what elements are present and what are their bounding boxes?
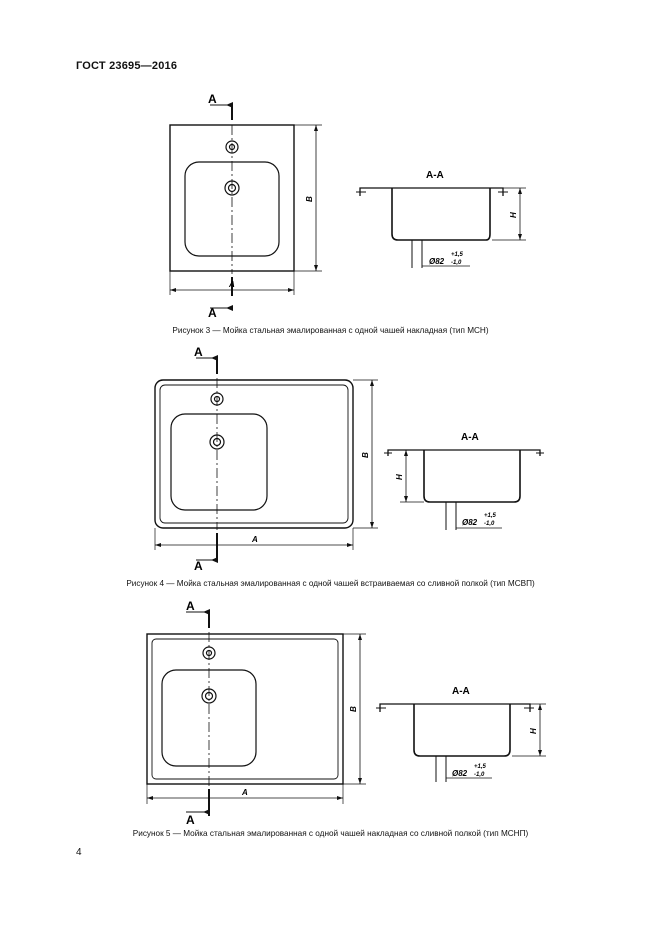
figure-3-caption: Рисунок 3 — Мойка стальная эмалированная… [172,326,489,335]
fig5-drain-dia: Ø82 [452,769,468,778]
fig5-tol-upper: +1,5 [474,764,487,770]
fig3-width-label: А [228,280,235,289]
page-number: 4 [76,847,82,858]
fig4-width-label: А [251,535,258,544]
fig4-drain-dia: Ø82 [462,518,478,527]
fig3-tol-lower: -1,0 [451,260,462,266]
fig5-section-title: А-А [452,686,470,697]
fig5-section-mark-bottom: А [186,813,195,827]
fig3-depth-label: В [305,196,314,202]
fig5-width-label: А [241,788,248,797]
fig4-section-mark-bottom: А [194,559,203,573]
fig4-height-label: Н [395,474,404,480]
fig4-section-title: А-А [461,432,479,443]
figure-5-caption: Рисунок 5 — Мойка стальная эмалированная… [132,829,529,838]
fig4-tol-upper: +1,5 [484,513,497,519]
fig4-tol-lower: -1,0 [484,521,495,527]
fig4-section-mark-top: А [194,345,203,359]
fig3-height-label: Н [509,212,518,218]
figure-5-drawing: А А А В А-А Н Ø82 +1,5 -1,0 [146,599,546,827]
fig5-section-mark-top: А [186,599,195,613]
figure-4-drawing: А А А В А-А Н Ø82 +1,5 -1,0 [154,345,544,573]
fig3-section-title: А-А [426,170,444,181]
figure-4-caption: Рисунок 4 — Мойка стальная эмалированная… [126,579,535,588]
standard-header: ГОСТ 23695—2016 [76,60,178,72]
fig5-height-label: Н [529,728,538,734]
fig5-depth-label: В [349,706,358,712]
figure-3-drawing: А А А В А-А Н Ø82 +1,5 -1,0 [169,92,526,320]
fig3-tol-upper: +1,5 [451,252,464,258]
fig3-section-mark-top: А [208,92,217,106]
fig3-drain-dia: Ø82 [429,257,445,266]
fig5-tol-lower: -1,0 [474,772,485,778]
fig3-section-mark-bottom: А [208,306,217,320]
fig4-depth-label: В [361,452,370,458]
